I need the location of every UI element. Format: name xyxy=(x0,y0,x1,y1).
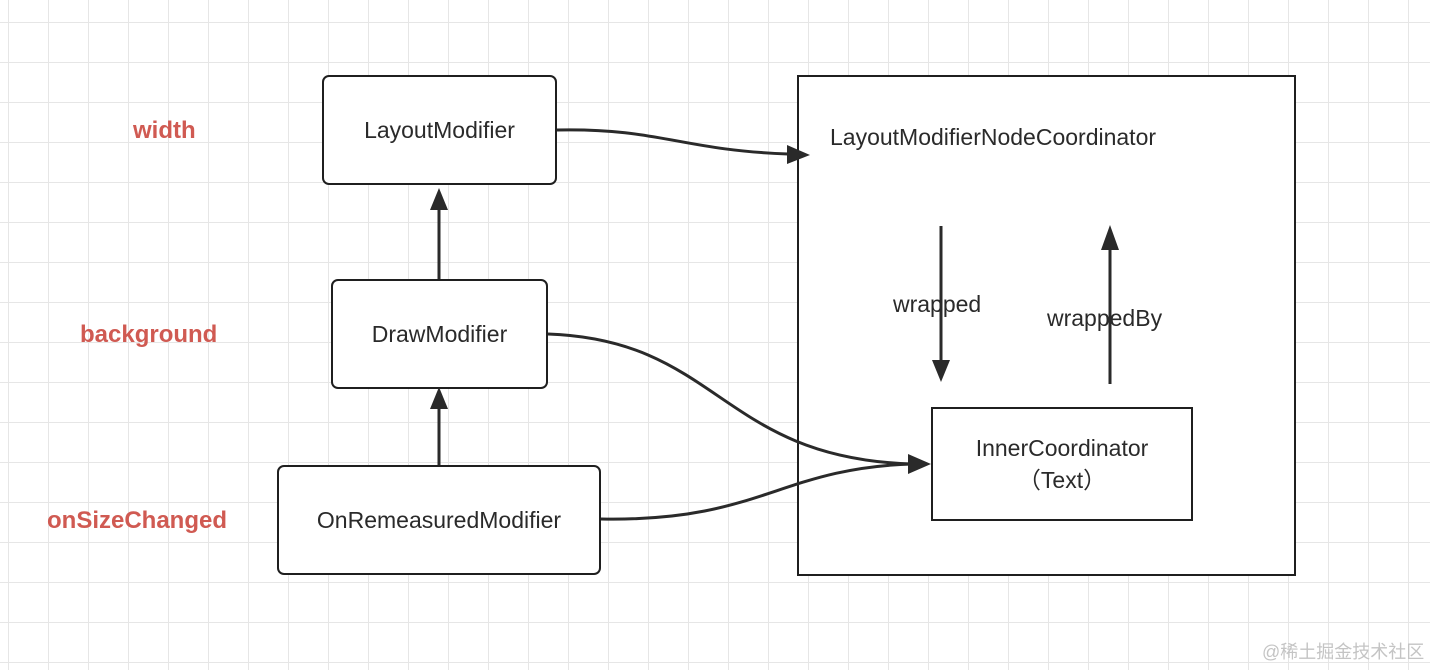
label-background: background xyxy=(80,321,218,348)
on-remeasured-modifier-label: OnRemeasuredModifier xyxy=(316,506,562,533)
inner-coordinator-label: InnerCoordinator xyxy=(975,435,1149,461)
arrowhead-draw-to-layout xyxy=(430,188,448,210)
layout-modifier-box[interactable]: LayoutModifier xyxy=(322,75,557,185)
inner-coordinator-sublabel: （Text） xyxy=(1017,467,1107,493)
arrowhead-remeasured-to-draw xyxy=(430,387,448,409)
layout-modifier-label: LayoutModifier xyxy=(364,116,515,143)
draw-modifier-label: DrawModifier xyxy=(371,320,508,347)
coordinator-title: LayoutModifierNodeCoordinator xyxy=(830,124,1157,150)
arrow-layout-to-coordinator xyxy=(556,128,789,156)
draw-modifier-box[interactable]: DrawModifier xyxy=(331,279,548,389)
watermark-text: @稀土掘金技术社区 xyxy=(1262,642,1425,662)
inner-coordinator-box[interactable]: InnerCoordinator （Text） xyxy=(931,407,1193,521)
on-remeasured-modifier-box[interactable]: OnRemeasuredModifier xyxy=(277,465,601,575)
label-on-size-changed: onSizeChanged xyxy=(47,507,228,534)
label-width: width xyxy=(133,117,196,144)
wrapped-by-label: wrappedBy xyxy=(1047,305,1163,331)
wrapped-label: wrapped xyxy=(893,291,982,317)
